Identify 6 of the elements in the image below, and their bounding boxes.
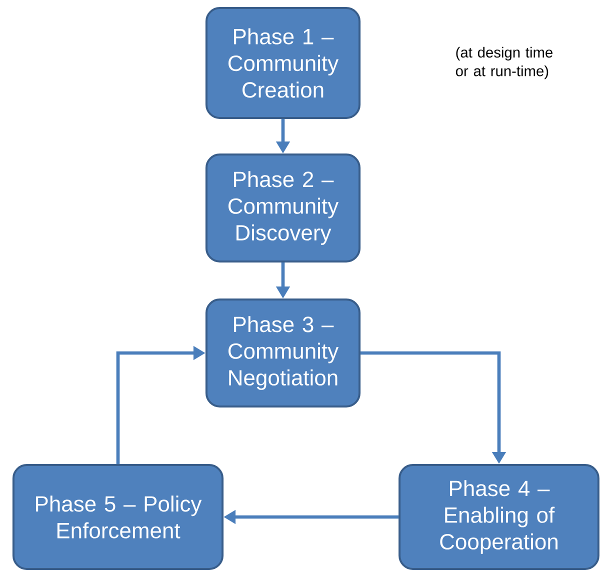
process-box: Phase 1 – Community Creation xyxy=(205,7,361,119)
process-box: Phase 3 – Community Negotiation xyxy=(205,298,361,408)
process-box: Phase 5 – Policy Enforcement xyxy=(12,464,224,570)
process-box: Phase 4 – Enabling of Cooperation xyxy=(398,464,600,570)
process-box: Phase 2 – Community Discovery xyxy=(205,154,361,262)
note-text: (at design time or at run-time) xyxy=(456,46,552,80)
